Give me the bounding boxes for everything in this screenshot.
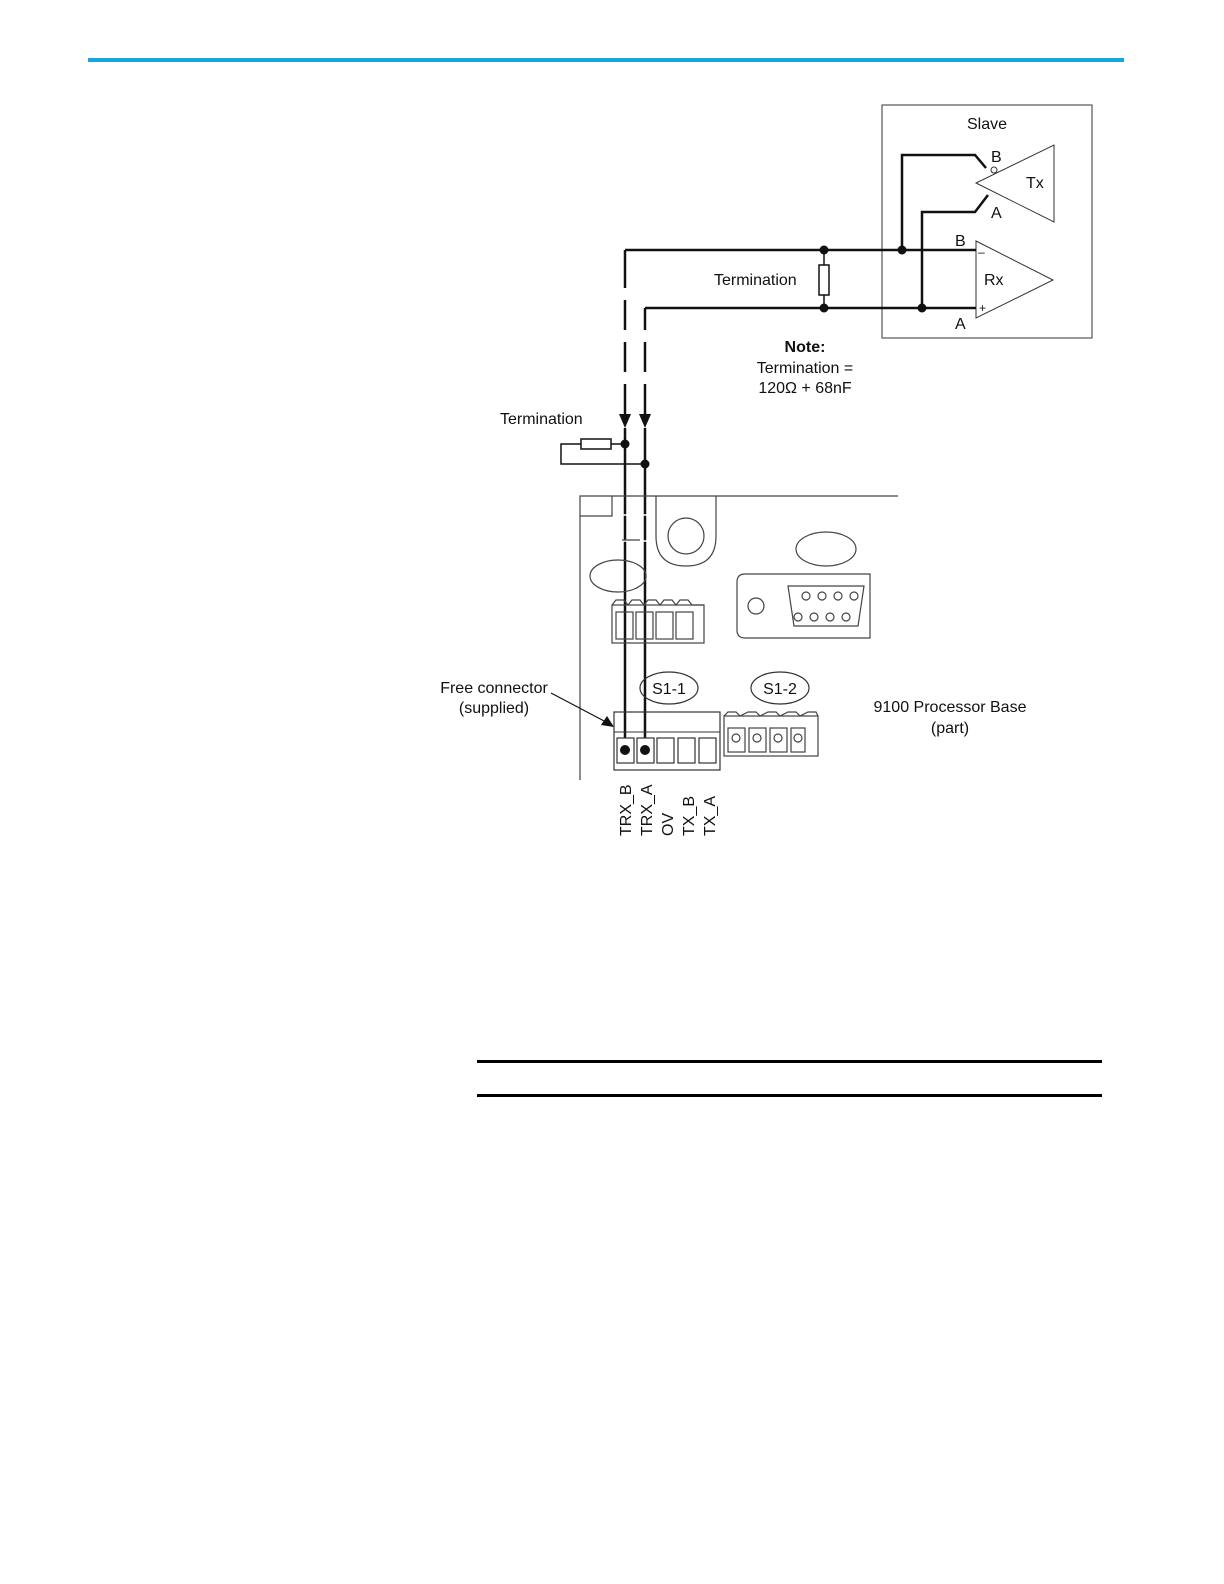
rx-receiver: Rx B A – + <box>955 233 1053 333</box>
termination-top-label: Termination <box>714 272 797 289</box>
terminal-label-tx-b: TX_B <box>681 796 698 836</box>
bus-wire-b <box>625 250 976 750</box>
terminal-labels: TRX_B TRX_A OV TX_B TX_A <box>618 784 719 836</box>
callout-arrowhead <box>601 716 614 727</box>
processor-label-2: (part) <box>931 720 969 737</box>
slave-label: Slave <box>967 116 1007 133</box>
tx-invert-bubble <box>991 167 997 173</box>
termination-bottom-label: Termination <box>500 411 583 428</box>
free-connector-label-2: (supplied) <box>459 700 529 717</box>
note-line-2: 120Ω + 68nF <box>758 380 852 397</box>
tx-b-label: B <box>991 149 1002 166</box>
free-connector <box>614 712 720 770</box>
note-title: Note: <box>785 339 826 356</box>
note-line-1: Termination = <box>757 360 854 377</box>
rx-plus-sign: + <box>979 301 986 315</box>
s1-1-marker: S1-1 <box>640 672 698 704</box>
tx-wiring <box>902 155 988 308</box>
terminal-label-trx-a: TRX_A <box>639 784 656 836</box>
bus-arrows <box>619 414 651 428</box>
termination-resistor-top: Termination <box>714 250 829 308</box>
s1-1-label: S1-1 <box>652 681 686 698</box>
s1-2-marker: S1-2 <box>751 672 809 704</box>
rx-a-label: A <box>955 316 966 333</box>
s1-2-label: S1-2 <box>763 681 797 698</box>
tx-driver: Tx B A <box>976 145 1054 222</box>
tx-label: Tx <box>1026 175 1044 192</box>
tx-a-label: A <box>991 205 1002 222</box>
terminal-label-tx-a: TX_A <box>702 796 719 836</box>
dsub-connector <box>737 574 870 638</box>
terminal-label-trx-b: TRX_B <box>618 784 635 836</box>
termination-note: Note: Termination = 120Ω + 68nF <box>757 339 854 397</box>
rx-label: Rx <box>984 272 1004 289</box>
rx-minus-sign: – <box>978 245 985 259</box>
rx-b-label: B <box>955 233 966 250</box>
free-connector-callout: Free connector (supplied) <box>440 680 614 727</box>
table-rule-top <box>477 1060 1102 1063</box>
rs485-wiring-diagram: Slave Tx B A Rx B A – + <box>0 0 1224 900</box>
free-connector-label-1: Free connector <box>440 680 548 697</box>
terminal-label-ov: OV <box>660 813 677 836</box>
processor-base-label: 9100 Processor Base (part) <box>874 699 1027 737</box>
table-rule-bottom <box>477 1094 1102 1097</box>
s1-2-terminal-block <box>724 712 818 756</box>
processor-label-1: 9100 Processor Base <box>874 699 1027 716</box>
